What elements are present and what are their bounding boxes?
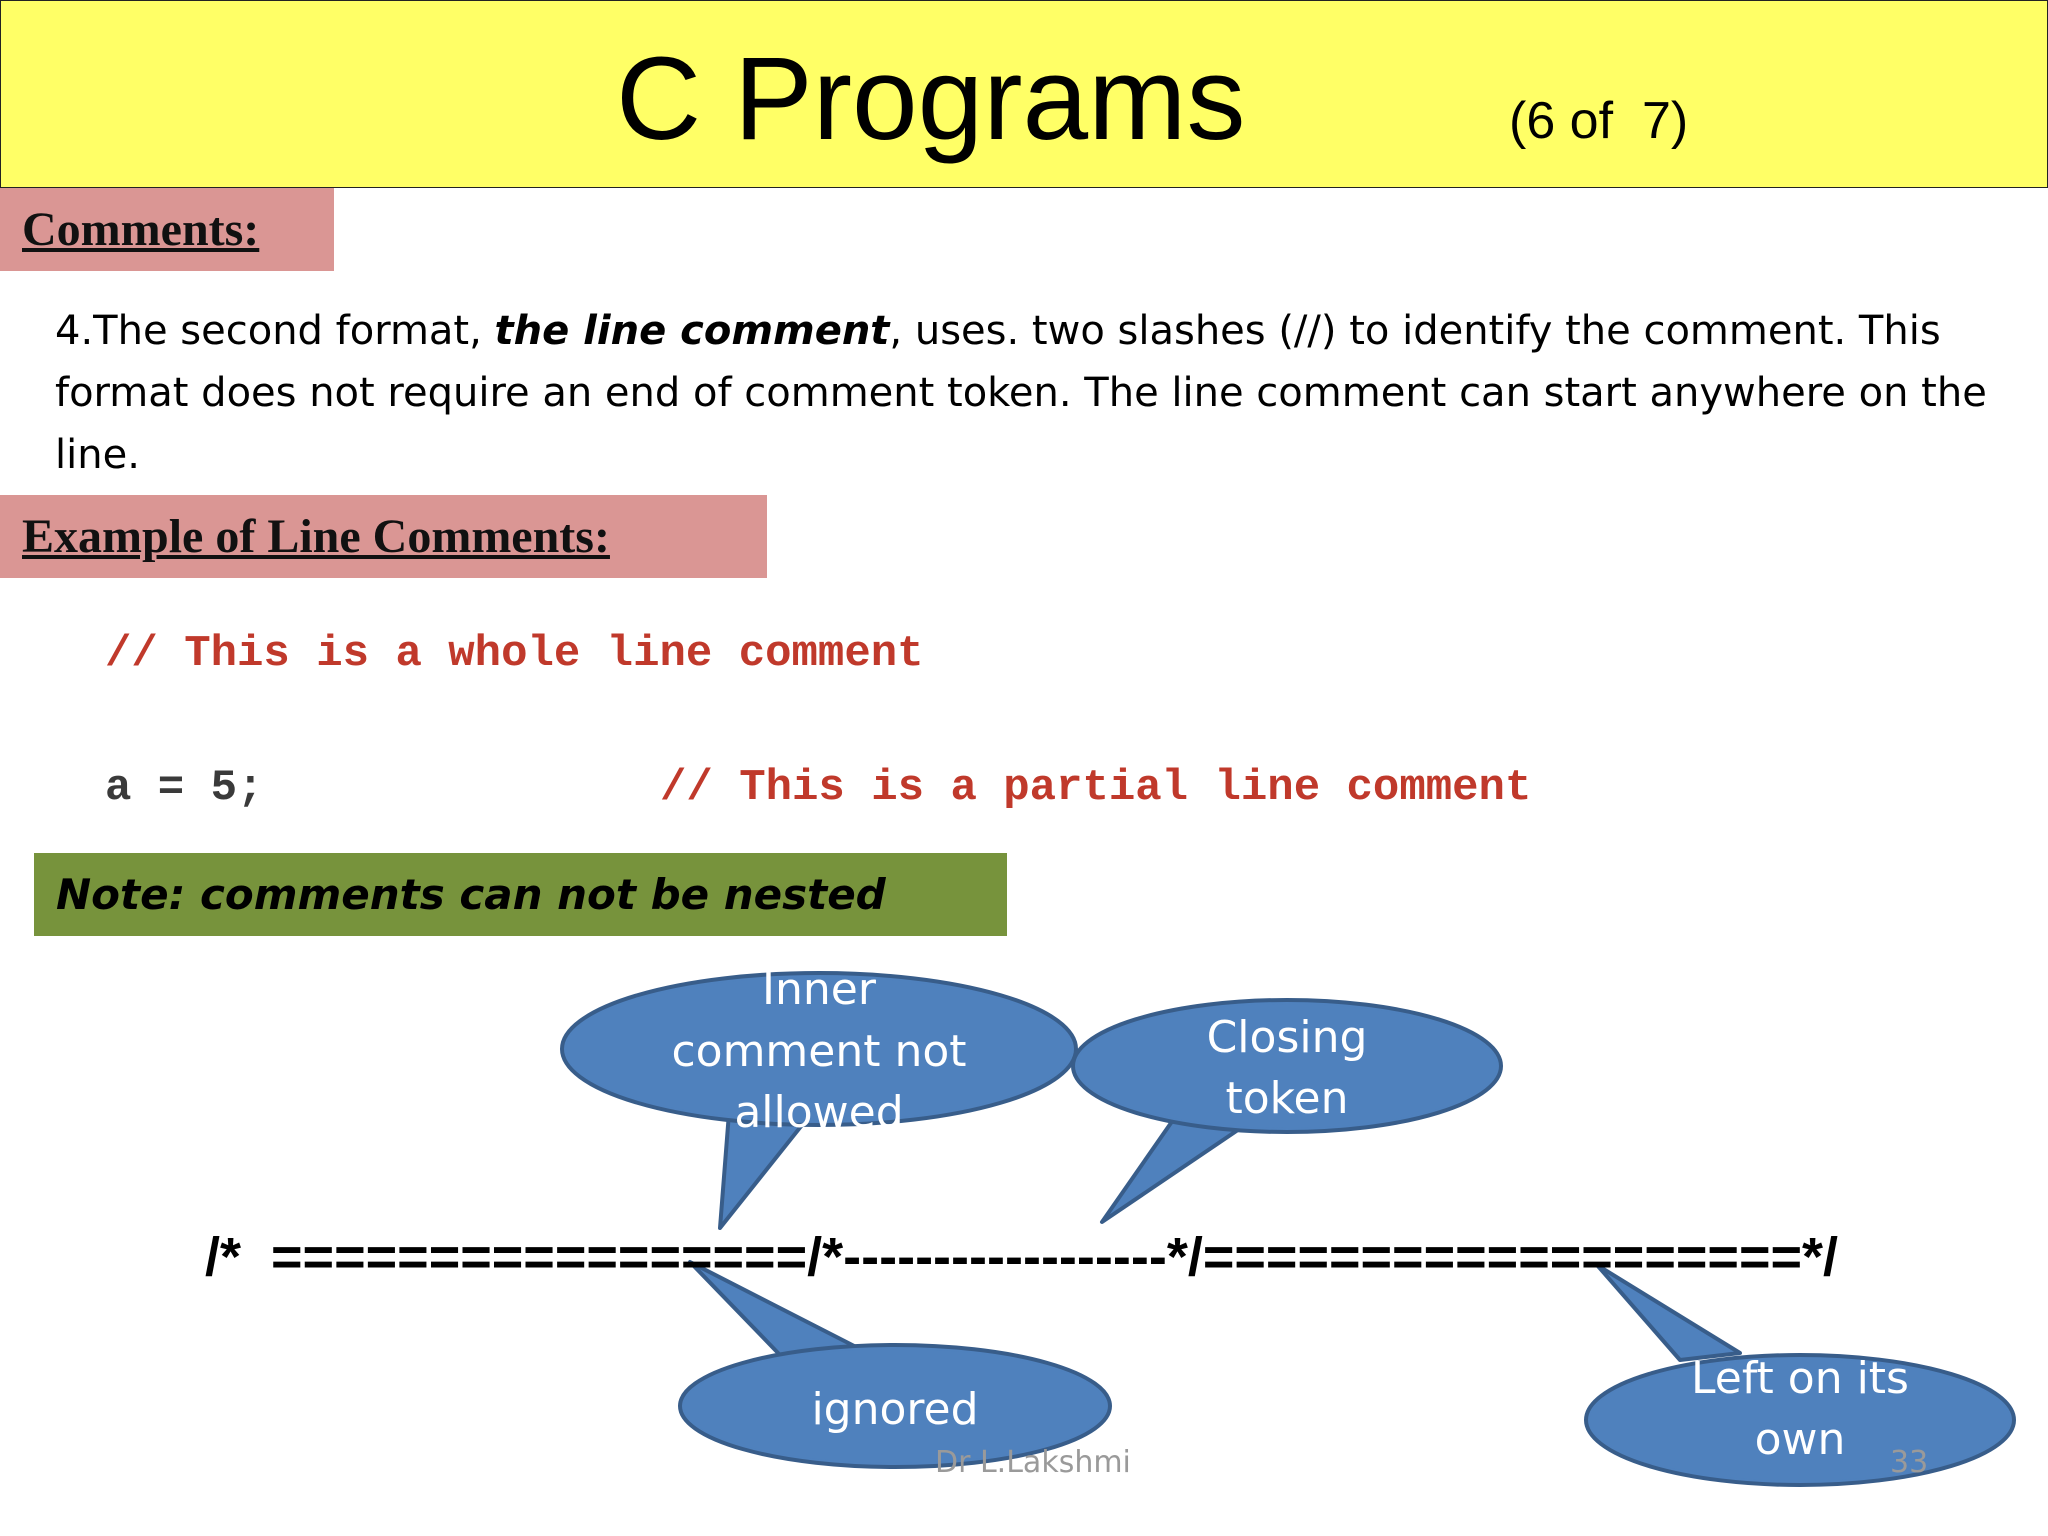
footer-author: Dr L.Lakshmi: [935, 1445, 1131, 1480]
callout-inner-line1: Inner: [762, 964, 876, 1015]
note-box: Note: comments can not be nested: [34, 853, 1007, 936]
body-paragraph: 4.The second format, the line comment, u…: [55, 300, 2015, 486]
slide-counter: (6 of 7): [1509, 92, 1689, 150]
slide-title: C Programs: [616, 33, 1246, 165]
callout-closing-line1: Closing: [1206, 1012, 1368, 1063]
callout-left-line2: own: [1754, 1414, 1846, 1465]
callout-inner-line3: allowed: [734, 1087, 904, 1138]
callout-left-line1: Left on its: [1691, 1353, 1909, 1404]
comments-heading: Comments:: [22, 203, 260, 256]
title-bar: C Programs (6 of 7): [0, 0, 2048, 188]
code-statement: a = 5;: [105, 763, 264, 813]
callout-closing-line2: token: [1225, 1073, 1349, 1124]
paragraph-prefix: 4.The second format,: [55, 308, 495, 354]
example-heading: Example of Line Comments:: [22, 510, 610, 563]
paragraph-emphasis: the line comment: [494, 308, 890, 354]
callout-ignored: ignored: [811, 1384, 979, 1435]
code-partial-line-comment: // This is a partial line comment: [660, 763, 1532, 813]
footer-page-number: 33: [1890, 1445, 1929, 1480]
note-text: Note: comments can not be nested: [56, 870, 886, 919]
code-whole-line-comment: // This is a whole line comment: [105, 629, 924, 679]
nested-comment-example: /* =================/*------------------…: [205, 1227, 1839, 1287]
example-section-box: Example of Line Comments:: [0, 495, 767, 578]
comments-section-box: Comments:: [0, 188, 334, 271]
callout-inner-line2: comment not: [671, 1026, 967, 1077]
paragraph-suffix: , uses. two slashes (//) to identify the…: [55, 308, 1987, 478]
